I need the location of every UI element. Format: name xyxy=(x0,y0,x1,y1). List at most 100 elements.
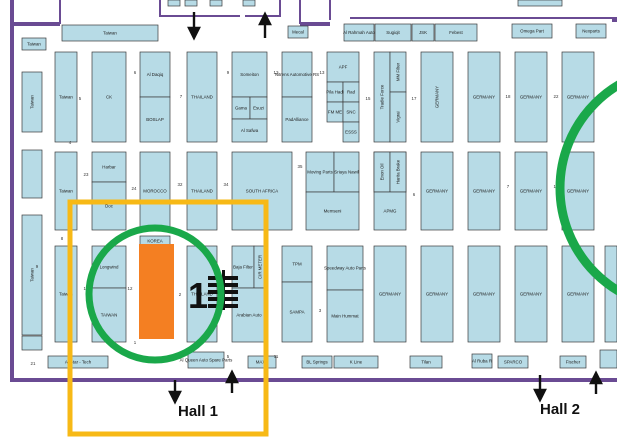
booth-label: GERMANY xyxy=(520,292,542,297)
booth xyxy=(186,151,218,231)
booth-number: 9 xyxy=(36,264,39,269)
booth-label: Taiwan xyxy=(59,292,73,297)
booth-left-small xyxy=(21,335,43,351)
booth xyxy=(187,351,225,369)
booth-taiwan-top xyxy=(61,24,159,42)
booth xyxy=(231,51,268,98)
booth-label: SPARCO xyxy=(504,360,523,365)
booth-label: Longwind xyxy=(100,265,119,270)
booth-label: Tradie Force xyxy=(380,84,385,109)
highlight-circle-hall1 xyxy=(85,224,225,364)
booth xyxy=(559,355,587,369)
booth-label: GERMANY xyxy=(473,189,495,194)
booth-number: 24 xyxy=(132,186,137,191)
booth-number: 6 xyxy=(134,70,137,75)
booth-label: GERMANY xyxy=(473,292,495,297)
booth xyxy=(409,355,443,369)
booth-label: GERMANY xyxy=(435,86,440,108)
booth-label: KOREA xyxy=(147,239,162,244)
booth-number: 4 xyxy=(69,140,72,145)
booth xyxy=(420,245,454,343)
booth xyxy=(333,355,379,369)
booth-label: Taiwan xyxy=(59,95,73,100)
booth xyxy=(281,245,313,283)
booth-label: APF xyxy=(339,65,348,70)
booth-top-stub xyxy=(242,0,256,7)
booth-label: MAXX xyxy=(256,360,269,365)
booth xyxy=(604,245,617,343)
booth-label: Taiwan xyxy=(103,31,117,36)
hall-walls-thin xyxy=(59,0,617,24)
booth-label: Moving Parts xyxy=(307,170,333,175)
booth-label: Someiton xyxy=(240,72,259,77)
booth-label: Al Star - Tech xyxy=(65,360,92,365)
booth-taiwan-left xyxy=(21,214,43,336)
booth xyxy=(91,181,127,231)
booth-number: 9 xyxy=(227,70,230,75)
booth-number: 21 xyxy=(31,361,36,366)
booth xyxy=(326,289,364,343)
booth-number: 1 xyxy=(134,340,137,345)
booth-label: Al Ruba R xyxy=(472,359,492,364)
booth xyxy=(514,151,548,231)
booth-top-stub xyxy=(167,0,181,7)
booth-label: GERMANY xyxy=(520,189,542,194)
booth-label: CIR METER xyxy=(258,255,263,279)
booth-number: 3 xyxy=(319,308,322,313)
booth-label: GERMANY xyxy=(379,292,401,297)
booth-label: SNC xyxy=(346,110,355,115)
booth-number: 2 xyxy=(179,292,182,297)
highlight-circle-hall2 xyxy=(555,80,617,296)
hall-label-1: Hall 1 xyxy=(178,403,218,420)
booth-label: K Line xyxy=(350,360,363,365)
booth xyxy=(420,151,454,231)
booth xyxy=(471,353,493,369)
booth xyxy=(231,118,268,143)
booth-number: 12 xyxy=(274,70,279,75)
booth-label: THAILAND xyxy=(191,189,213,194)
booth xyxy=(514,245,548,343)
booth-label: GERMANY xyxy=(426,189,448,194)
booth xyxy=(281,281,313,343)
booth-number: 34 xyxy=(224,182,229,187)
booth-label: CK xyxy=(106,95,112,100)
booth-label: Baja Filter xyxy=(233,265,253,270)
booth xyxy=(497,355,529,369)
booth xyxy=(467,151,501,231)
booth-label: SOUTH AFRICA xyxy=(246,189,279,194)
booth-number: 5 xyxy=(79,96,82,101)
booth xyxy=(47,355,109,369)
booth-number: 18 xyxy=(506,94,511,99)
booth-label: Vigrai xyxy=(396,111,401,122)
booth-label: Al Daqiq xyxy=(147,72,164,77)
booth-mecal xyxy=(287,25,309,39)
booth-number: 7 xyxy=(507,184,510,189)
booth-number: 12 xyxy=(128,286,133,291)
booth-left xyxy=(21,149,43,199)
booth xyxy=(373,245,407,343)
booth xyxy=(420,51,454,143)
booth-number: 5 xyxy=(227,354,230,359)
booth-number: 6 xyxy=(413,192,416,197)
booth-label: Pila Hadi xyxy=(326,90,344,95)
booth-number: 17 xyxy=(412,96,417,101)
booth xyxy=(467,51,501,143)
booth-label: Omega Part xyxy=(520,29,544,34)
booth xyxy=(54,51,78,143)
booth xyxy=(342,121,360,143)
booth-top-stub xyxy=(517,0,563,7)
booth-label: Main Hummat xyxy=(331,314,359,319)
booth-label: Taiwan xyxy=(30,268,35,282)
booth-omega xyxy=(511,23,553,39)
booth-label: FM ME xyxy=(328,110,342,115)
booth-label: Al Queen Auto Spare Parts xyxy=(180,358,234,363)
booth-label: Fischer xyxy=(566,360,581,365)
booth-al-rahmah xyxy=(343,23,375,42)
booth-label: GERMANY xyxy=(567,95,589,100)
booth-label: GERMANY xyxy=(473,95,495,100)
booth-label: GERMANY xyxy=(426,292,448,297)
booth-number: 32 xyxy=(178,182,183,187)
booth-label: MM Filter xyxy=(396,62,401,81)
booth-sugiqit xyxy=(374,23,412,42)
